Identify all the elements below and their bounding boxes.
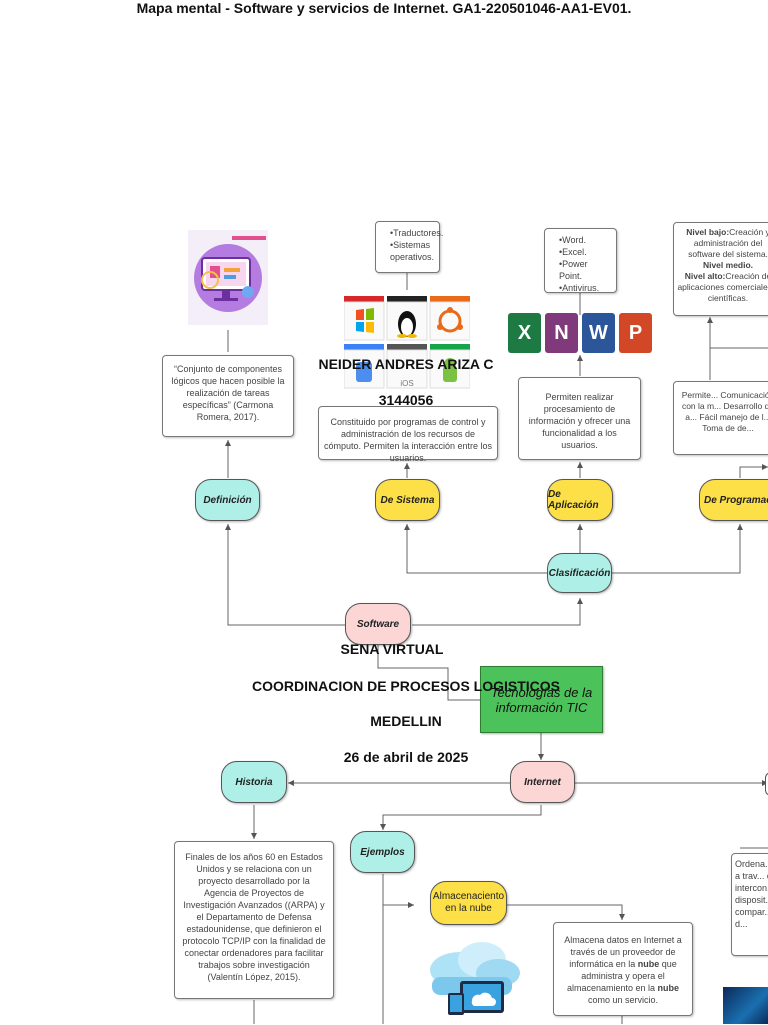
de-programacion-node[interactable]: De Programación bbox=[699, 479, 768, 521]
computer-illustration bbox=[188, 230, 268, 325]
date: 26 de abril de 2025 bbox=[343, 749, 469, 765]
author-name: NEIDER ANDRES ARIZA C bbox=[318, 356, 494, 372]
list-item: Power Point. bbox=[559, 258, 612, 282]
list-item: Word. bbox=[559, 234, 612, 246]
id-number: 3144056 bbox=[378, 392, 434, 408]
page-title: Mapa mental - Software y servicios de In… bbox=[136, 0, 632, 16]
aplicacion-text-box: Permiten realizar procesamiento de infor… bbox=[518, 377, 641, 460]
software-node[interactable]: Software bbox=[345, 603, 411, 645]
institution: SENA VIRTUAL bbox=[340, 641, 444, 657]
aplicacion-list: Word. Excel. Power Point. Antivirus. bbox=[549, 234, 612, 294]
programacion-levels-box: Nivel bajo:Creación y administración del… bbox=[673, 222, 768, 316]
word-icon: W bbox=[582, 313, 615, 353]
ejemplos-node[interactable]: Ejemplos bbox=[350, 831, 415, 873]
list-item: Excel. bbox=[559, 246, 612, 258]
list-item: Antivirus. bbox=[559, 282, 612, 294]
excel-icon: X bbox=[508, 313, 541, 353]
historia-node[interactable]: Historia bbox=[221, 761, 287, 803]
cloud-devices-illustration bbox=[420, 935, 525, 1020]
internet-node[interactable]: Internet bbox=[510, 761, 575, 803]
aplicacion-list-box: Word. Excel. Power Point. Antivirus. bbox=[544, 228, 617, 293]
clasificacion-node[interactable]: Clasificación bbox=[547, 553, 612, 593]
list-item: Sistemas operativos. bbox=[390, 239, 435, 263]
os-logos-grid: iOS bbox=[343, 296, 471, 390]
svg-text:iOS: iOS bbox=[400, 379, 413, 388]
sistema-list-box: Traductores. Sistemas operativos. bbox=[375, 221, 443, 273]
nube-text-box: Almacena datos en Internet a través de u… bbox=[553, 922, 693, 1016]
de-sistema-node[interactable]: De Sistema bbox=[375, 479, 440, 521]
list-item: Traductores. bbox=[390, 227, 443, 239]
powerpoint-icon: P bbox=[619, 313, 652, 353]
definicion-text-box: “Conjunto de componentes lógicos que hac… bbox=[162, 355, 294, 437]
tic-node[interactable]: Tecnologías de la información TIC bbox=[480, 666, 603, 733]
internet-right-box: Ordena... sí a trav... de... intercon...… bbox=[731, 853, 768, 956]
city: MEDELLIN bbox=[370, 713, 442, 729]
almacenamiento-node[interactable]: Almacenaciento en la nube bbox=[430, 881, 507, 925]
sistema-list: Traductores. Sistemas operativos. bbox=[380, 227, 443, 263]
program-name: COORDINACION DE PROCESOS LOGISTICOS bbox=[251, 678, 561, 694]
office-icons: X N W P bbox=[508, 313, 653, 355]
network-image bbox=[723, 987, 768, 1024]
onenote-icon: N bbox=[545, 313, 578, 353]
de-aplicacion-node[interactable]: De Aplicación bbox=[547, 479, 613, 521]
historia-text-box: Finales de los años 60 en Estados Unidos… bbox=[174, 841, 334, 999]
programacion-text-box: Permite... Comunicación con la m... Desa… bbox=[673, 381, 768, 455]
sistema-text-box: Constituido por programas de control y a… bbox=[318, 406, 498, 463]
definicion-node[interactable]: Definición bbox=[195, 479, 260, 521]
